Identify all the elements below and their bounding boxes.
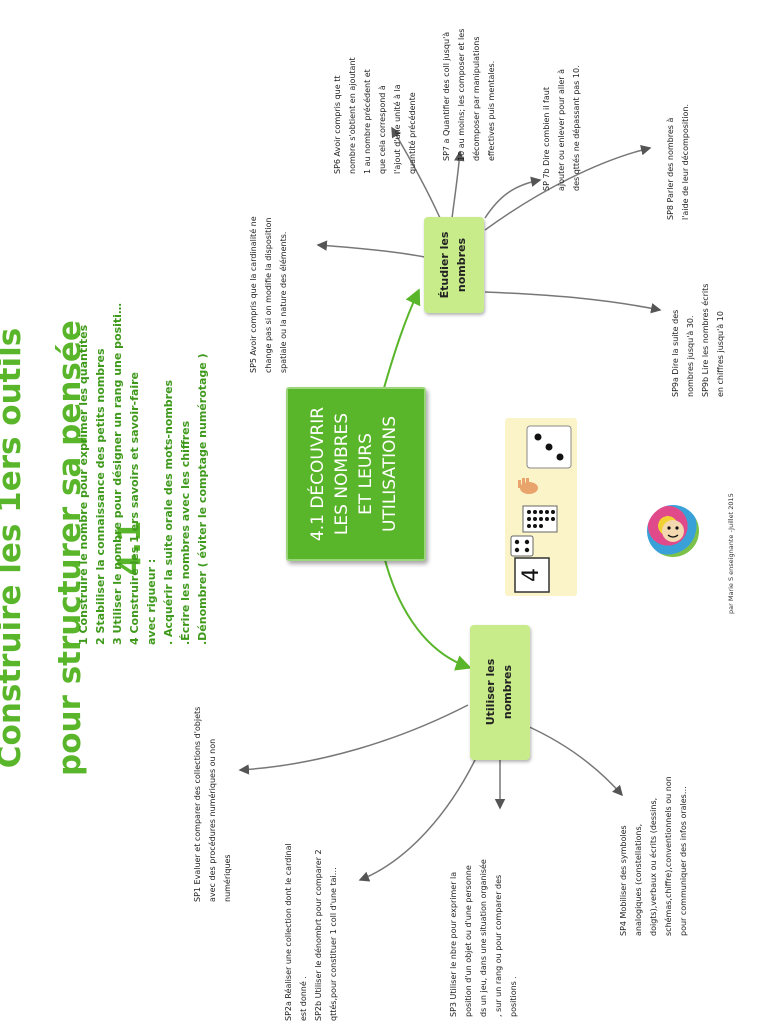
note-line: SP9b Lire les nombres écrits [701,283,710,397]
author-credit: par Marie S enseignante -Juillet 2015 [727,493,735,614]
note-sp3: SP3 Utiliser le nbre pour exprimer la po… [446,827,524,1017]
note-line: SP6 Avoir compris que tt [333,75,342,175]
note-line: SP2b Utiliser le dénombrt pour comparer … [314,849,323,1021]
note-sp7a: SP7 a Quantifier des coll jusqu'à 10 au … [439,1,501,161]
note-line: en chiffres jusqu'à 10 [716,311,725,397]
note-line: SP7 a Quantifier des coll jusqu'à [442,31,451,161]
objective-1: 1 Construire le nombre pour exprimer les… [77,324,90,645]
link-sp6 [391,126,441,219]
center-node: 4.1 DÉCOUVRIR LES NOMBRES ET LEURS UTILI… [286,387,426,561]
note-line: numériques [223,854,232,902]
note-line: change pas si on modifie la disposition [264,217,273,373]
note-sp7b: SP 7b Dire combien il faut ajouter ou en… [539,21,587,191]
link-sp7a [451,150,465,219]
title-line-1: Construire les 1ers outils [0,327,28,769]
note-line: nombres jusqu'à 30. [686,315,695,397]
note-line: SP9a Dire la suite des [671,309,680,397]
branch-etudier-line-2: nombres [455,237,468,293]
note-line: schémas,chiffre),conventionnels ou non [664,776,673,936]
link-sp1 [238,704,469,775]
note-line: doigts),verbaux ou écrits (dessins, [649,797,658,936]
note-line: effectives puis mentales. [487,60,496,161]
objective-4-b: .Écrire les nombres avec les chiffres [179,420,192,645]
ten-frame-icon [522,505,558,533]
note-line: SP2a Réaliser une collection dont le car… [284,843,293,1021]
note-line: l'aide de leur décomposition. [681,104,690,220]
note-line: avec des procédures numériques ou non [208,738,217,902]
objective-3: 3 Utiliser le nombre pour désigner un ra… [111,303,124,645]
hand-icon [518,478,538,494]
note-line: 1 au nombre précédent et [363,69,372,174]
note-sp6: SP6 Avoir compris que tt nombre s'obtien… [330,14,426,174]
note-sp5: SP5 Avoir compris que la cardinalité ne … [246,143,296,373]
dice-four-icon [510,535,534,557]
note-line: est donné . [299,976,308,1021]
note-line: spatiale ou la nature des éléments. [279,231,288,373]
digit-card-icon [514,557,550,593]
center-line-2: LES NOMBRES [332,412,352,536]
note-sp4: SP4 Mobiliser des symboles analogiques (… [616,746,694,936]
illustration-art [510,425,572,593]
note-line: qttés,pour constituer 1 coll d'une tai… [329,867,338,1021]
note-sp8: SP8 Parler des nombres à l'aide de leur … [663,70,697,220]
note-sp1: SP1 Evaluer et comparer des collections … [190,672,238,902]
objective-4-c: .Dénombrer ( éviter le comptage numérota… [196,353,209,645]
note-line: position d'un objet ou d'une personne [464,865,473,1017]
center-line-3: ET LEURS [356,433,376,515]
note-line: que cela correspond à [378,85,387,174]
branch-utiliser-node: Utiliser les nombres [470,625,530,760]
objective-2: 2 Stabiliser la connaissance des petits … [94,348,107,645]
domino-icon [526,425,572,469]
objective-4: 4 Construire les 1 ers savoirs et savoir… [128,372,141,645]
branch-utiliser-line-2: nombres [501,664,514,720]
note-line: nombre s'obtient en ajoutant [348,57,357,174]
note-line: quantité précédente [408,92,417,174]
link-center-utiliser [383,555,472,671]
note-line: SP8 Parler des nombres à [666,117,675,220]
note-sp9: SP9a Dire la suite des nombres jusqu'à 3… [668,247,732,397]
note-line: 10 au moins; les composer et les [457,28,466,161]
link-sp4 [524,724,623,797]
note-line: , sur un rang ou pour comparer des [494,874,503,1017]
note-line: ajouter ou enlever pour aller à [557,69,566,191]
avatar [647,505,699,557]
link-center-etudier [383,288,421,389]
note-line: l'ajout d'une unité à la [393,84,402,174]
note-line: SP5 Avoir compris que la cardinalité ne [249,216,258,373]
link-sp8 [484,144,652,231]
note-line: SP4 Mobiliser des symboles [619,825,628,936]
branch-etudier-node: Étudier les nombres [424,217,484,313]
note-sp2: SP2a Réaliser une collection dont le car… [281,811,343,1021]
branch-etudier-line-1: Étudier les [438,231,451,299]
note-line: positions . [509,976,518,1017]
note-line: des qttés ne dépassant pas 10. [572,65,581,191]
link-sp7b [484,176,542,219]
note-line: SP1 Evaluer et comparer des collections … [193,706,202,902]
objectives-list: 1 Construire le nombre pour exprimer les… [75,265,235,645]
link-sp2 [358,759,476,882]
note-line: analogiques (constellations, [634,823,643,936]
note-line: SP 7b Dire combien il faut [542,87,551,191]
illustration-strip: 4 [505,418,577,596]
center-line-4: UTILISATIONS [380,415,400,533]
note-line: SP3 Utiliser le nbre pour exprimer la [449,871,458,1017]
link-sp9 [484,291,662,314]
objective-4-a: . Acquérir la suite orale des mots-nombr… [162,379,175,645]
note-line: ds un jeu, dans une situation organisée [479,859,488,1017]
center-line-1: 4.1 DÉCOUVRIR [308,406,328,542]
link-sp5 [316,240,431,259]
note-line: pour communiquer des infos orales… [679,786,688,936]
note-line: décomposer par manipulations [472,36,481,161]
branch-utiliser-line-1: Utiliser les [484,658,497,726]
digit-card-label: 4 [519,568,544,582]
objective-4-sub: avec rigueur : [145,558,158,645]
avatar-face-icon [662,520,684,542]
